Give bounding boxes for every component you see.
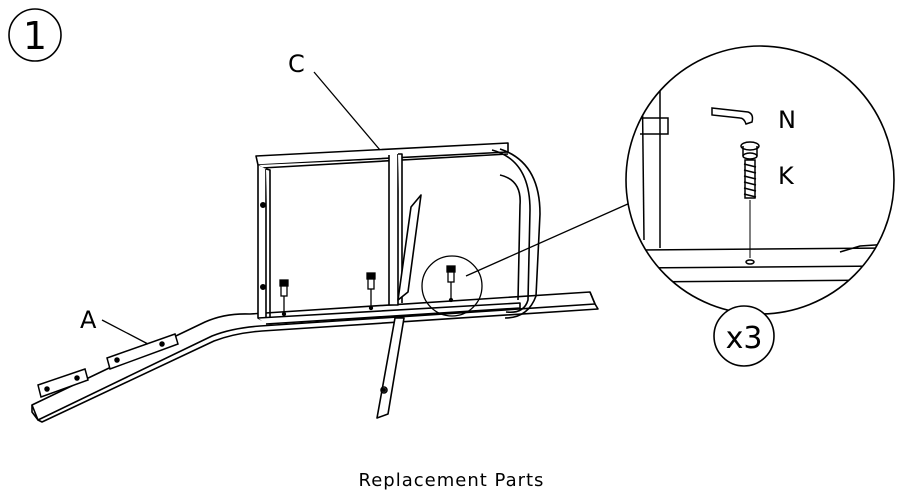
label-a: A [80,306,97,334]
label-c: C [288,50,305,78]
leader-c: C [288,50,381,151]
quantity-label: x3 [726,321,763,356]
bolt-left [279,279,289,317]
label-n: N [778,106,796,134]
rail-bracket-right [106,333,179,370]
bolt-middle [366,272,376,311]
rail-bracket-left [37,368,89,398]
step-number: 1 [23,14,47,58]
quantity-badge: x3 [713,305,775,367]
frame-c [255,142,541,325]
frame-bolts [279,265,456,317]
diagonal-brace [376,194,422,419]
bolt-right [446,265,456,303]
label-k: K [778,162,795,190]
caption: Replacement Parts [358,470,545,491]
detail-callout [421,202,631,317]
leader-a: A [80,306,149,345]
zoom-detail: N K [625,45,895,315]
step-badge: 1 [8,8,62,62]
